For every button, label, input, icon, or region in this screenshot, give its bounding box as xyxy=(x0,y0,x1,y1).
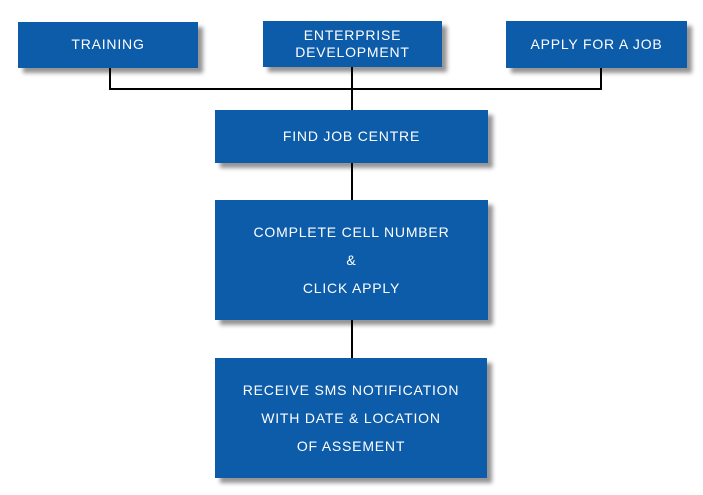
node-find-job-centre: FIND JOB CENTRE xyxy=(215,110,488,163)
node-complete-cell-number: COMPLETE CELL NUMBER & CLICK APPLY xyxy=(215,200,488,320)
connector-apply-down xyxy=(600,68,602,90)
node-training-label: TRAINING xyxy=(71,36,145,53)
node-enterprise-development: ENTERPRISE DEVELOPMENT xyxy=(263,21,442,67)
node-receive-label-line2: WITH DATE & LOCATION xyxy=(261,410,441,426)
node-complete-label-line1: COMPLETE CELL NUMBER xyxy=(253,224,450,240)
node-receive-label-line1: RECEIVE SMS NOTIFICATION xyxy=(242,382,460,398)
node-apply-for-a-job: APPLY FOR A JOB xyxy=(506,21,687,68)
node-receive-label-line3: OF ASSEMENT xyxy=(296,438,406,454)
node-training: TRAINING xyxy=(18,22,198,68)
node-enterprise-label-line2: DEVELOPMENT xyxy=(295,44,410,60)
connector-complete-to-receive xyxy=(351,320,353,358)
connector-training-down xyxy=(109,68,111,90)
node-complete-label-line2: & xyxy=(346,252,357,268)
connector-find-to-complete xyxy=(351,163,353,200)
node-complete-label-line3: CLICK APPLY xyxy=(302,280,401,296)
connector-merge-horizontal xyxy=(109,88,602,90)
node-receive-sms-notification: RECEIVE SMS NOTIFICATION WITH DATE & LOC… xyxy=(215,358,487,478)
node-apply-label: APPLY FOR A JOB xyxy=(530,35,663,52)
node-find-label: FIND JOB CENTRE xyxy=(282,127,421,144)
node-enterprise-label-line1: ENTERPRISE xyxy=(303,26,402,43)
